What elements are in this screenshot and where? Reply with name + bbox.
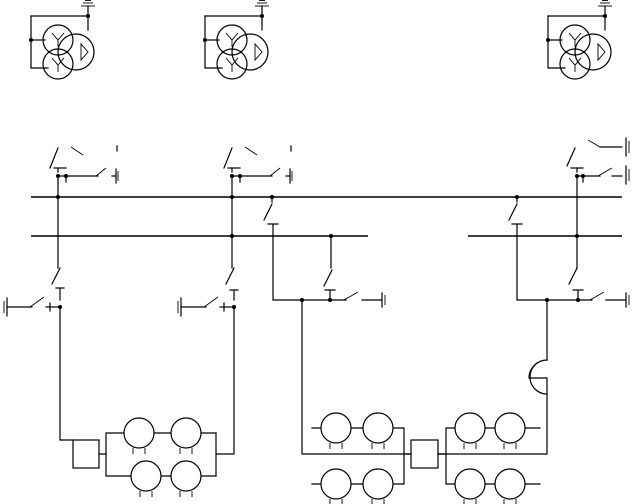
generator-icon [494,412,526,449]
bus-coupler-left [263,195,412,455]
ground-icon [255,0,269,17]
generator-icon [454,412,486,449]
ground-icon [598,0,612,17]
feeder-2 [177,145,293,477]
generator-icon [123,417,155,454]
feeder-3 [437,137,630,455]
generator-icon [130,460,162,497]
feeder-1 [3,145,217,477]
reactor-symbol [528,359,548,395]
transformer-t2 [203,0,269,80]
generator-icon [362,468,394,504]
ground-icon [285,168,293,184]
transformer-t1 [29,0,95,80]
bus-coupler-right [508,195,548,301]
ground-icon [625,137,630,157]
generator-groups [123,412,526,504]
ground-icon [625,165,630,185]
generator-icon [454,468,486,504]
generator-icon [170,460,202,497]
converter-box [410,439,439,469]
generator-icon [320,468,352,504]
transformer-t3 [546,0,612,80]
generator-icon [170,417,202,454]
generator-icon [362,412,394,449]
converter-box [72,439,100,469]
ground-icon [625,292,630,308]
ground-icon [111,168,119,184]
generator-icon [494,468,526,504]
generator-icon [320,412,352,449]
ground-icon [81,0,95,17]
ground-icon [381,292,386,308]
